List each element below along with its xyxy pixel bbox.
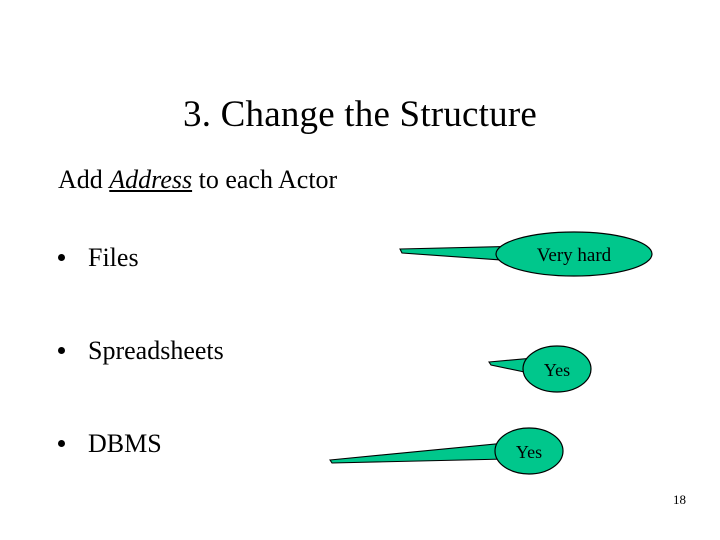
bullet-label-files: Files xyxy=(88,243,139,272)
bullet-dot-icon xyxy=(58,254,65,261)
callout-label-yes-dbms: Yes xyxy=(516,442,542,462)
subtitle-emphasis: Address xyxy=(109,165,193,194)
callout-label-very-hard: Very hard xyxy=(537,245,612,266)
list-item: Files xyxy=(54,242,384,335)
bullet-label-dbms: DBMS xyxy=(88,429,162,458)
callout-bubble-very-hard xyxy=(495,231,653,277)
callout-tail-yes-dbms xyxy=(329,442,507,464)
list-item: DBMS xyxy=(54,428,384,521)
callout-yes-spreadsheets: Yes xyxy=(488,345,592,393)
bullet-label-spreadsheets: Spreadsheets xyxy=(88,336,224,365)
subtitle-suffix: to each Actor xyxy=(192,165,338,194)
list-item: Spreadsheets xyxy=(54,335,384,428)
bullet-list: Files Spreadsheets DBMS xyxy=(54,242,384,521)
slide-subtitle: Add Address to each Actor xyxy=(58,163,337,197)
callout-label-yes-spreadsheets: Yes xyxy=(544,360,570,380)
callout-very-hard: Very hard xyxy=(399,231,653,277)
callout-yes-dbms: Yes xyxy=(329,427,564,475)
page-number: 18 xyxy=(673,492,686,507)
page-title: 3. Change the Structure xyxy=(183,93,537,135)
callout-bubble-yes-dbms xyxy=(494,427,564,475)
callout-bubble-yes-spreadsheets xyxy=(522,345,592,393)
bullet-dot-icon xyxy=(58,347,65,354)
subtitle-prefix: Add xyxy=(58,165,110,194)
bullet-dot-icon xyxy=(58,440,65,447)
